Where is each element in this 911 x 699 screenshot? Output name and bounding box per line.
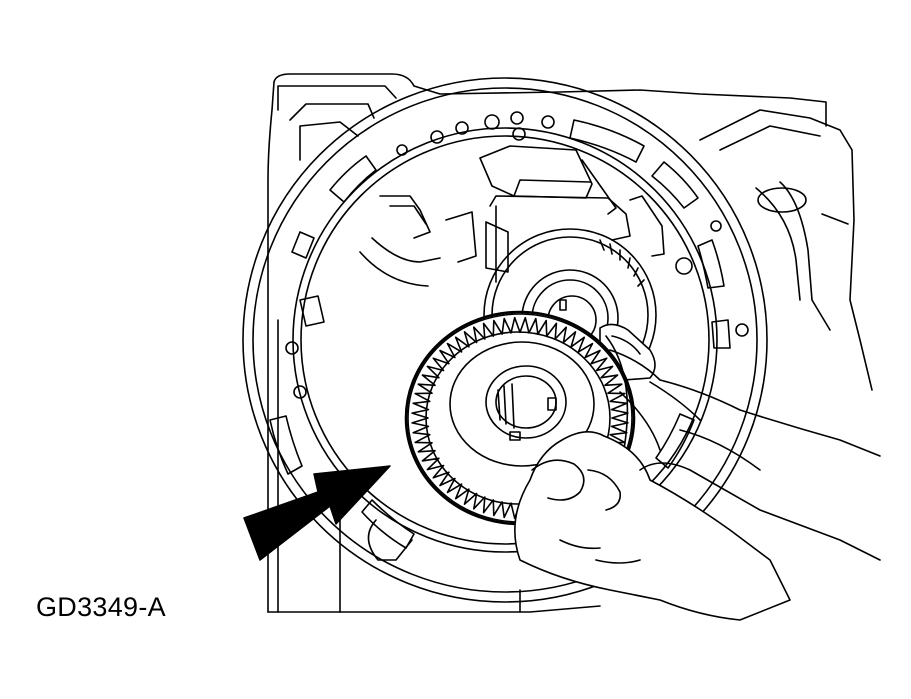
transmission-case	[267, 73, 873, 613]
center-support-detail	[359, 145, 665, 287]
pointer-arrow	[243, 465, 391, 561]
pump-support-plate	[242, 77, 768, 603]
figure-label: GD3349-A	[36, 592, 166, 622]
hand-gripping	[514, 349, 881, 621]
